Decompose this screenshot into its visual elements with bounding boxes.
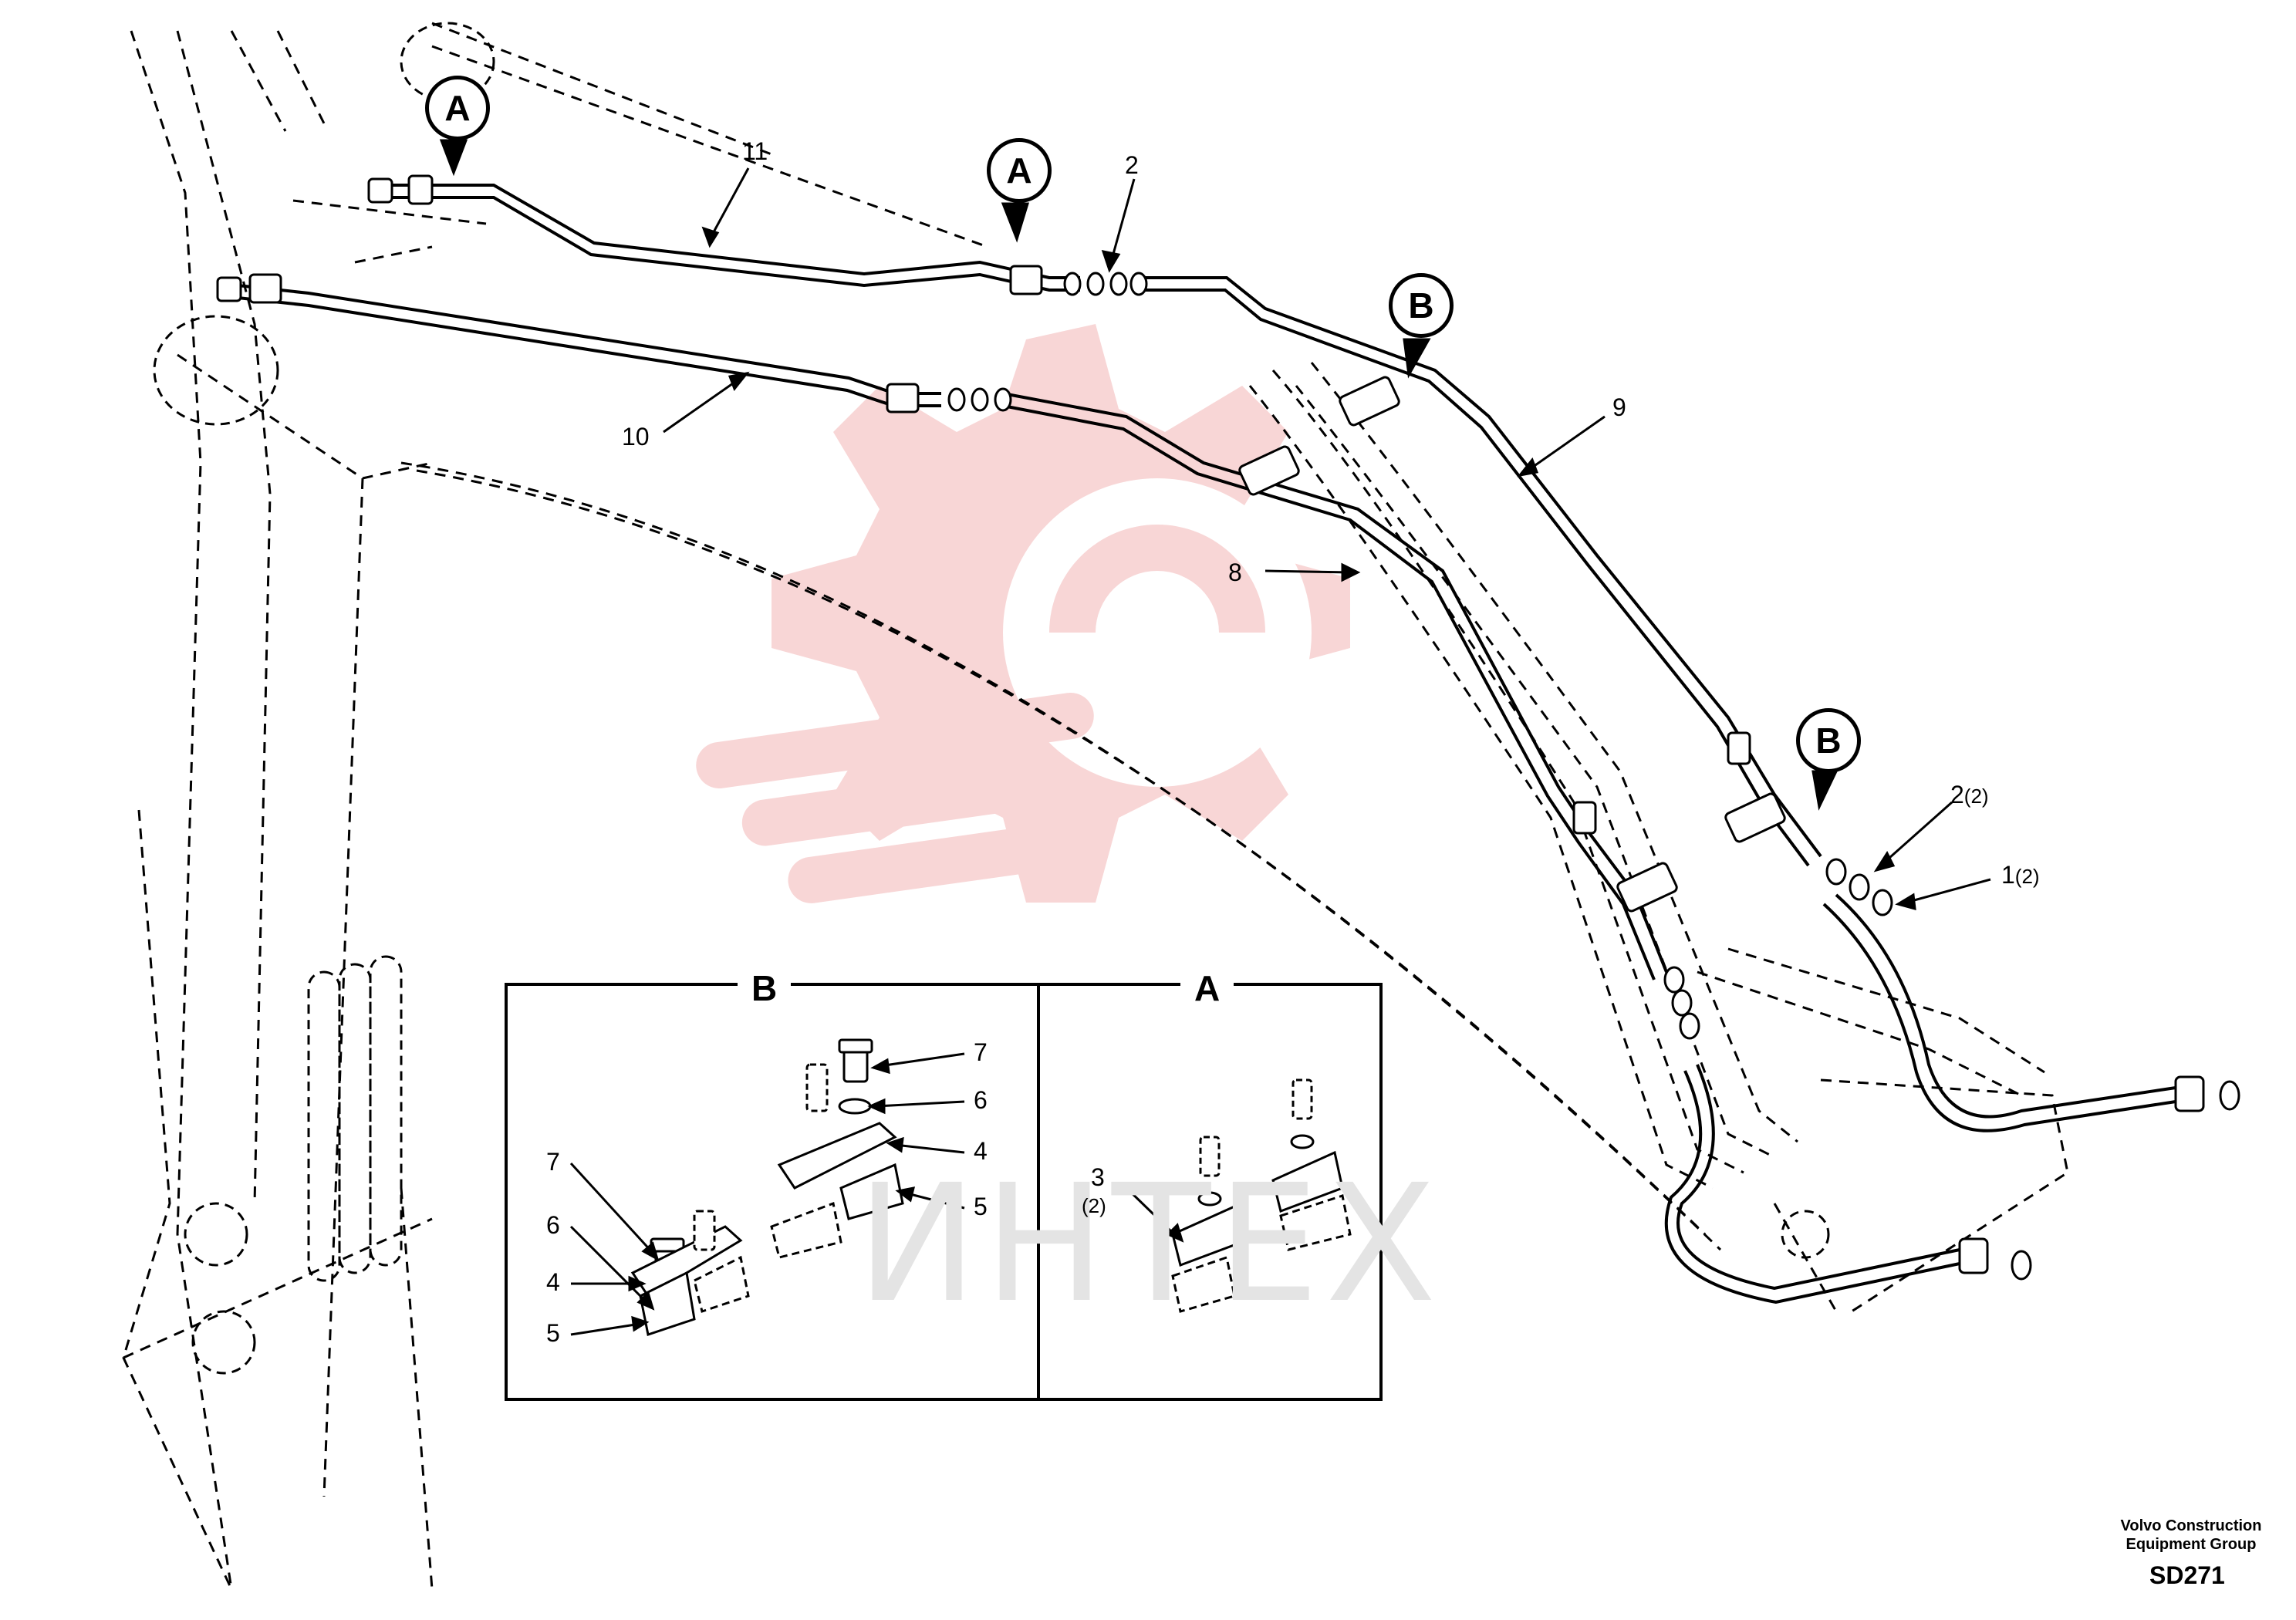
cylinder-outline	[153, 22, 1830, 1375]
boom-outline	[122, 22, 2069, 1590]
pipe-9	[1142, 276, 2176, 1132]
pipe-8	[1002, 392, 1960, 1304]
detail-frame	[505, 983, 1383, 1401]
label-part-8: 8	[1228, 559, 1242, 586]
callout-a-top-mid: A	[987, 138, 1052, 203]
detail-b-label-4-lower: 4	[546, 1268, 560, 1296]
detail-b-title: B	[738, 967, 792, 1009]
detail-a-label-3: 3	[1091, 1163, 1105, 1191]
credit-line-1: Volvo Construction	[2120, 1517, 2262, 1534]
label-part-2-right-qty: (2)	[1963, 785, 1989, 808]
detail-leaders	[569, 1052, 1184, 1336]
detail-b-label-5-upper: 5	[974, 1193, 988, 1220]
detail-b-label-7-upper: 7	[974, 1038, 988, 1066]
fittings	[216, 174, 2240, 1281]
detail-b-label-7-lower: 7	[546, 1148, 560, 1176]
credit-line-2: Equipment Group	[2125, 1536, 2257, 1553]
detail-a-title: A	[1180, 967, 1234, 1009]
detail-b-label-6-upper: 6	[974, 1086, 988, 1114]
label-part-10: 10	[622, 423, 650, 451]
credit-block: Volvo Construction Equipment Group	[2106, 1517, 2276, 1554]
label-part-2-right: 2(2)	[1950, 781, 1989, 809]
label-part-9: 9	[1612, 393, 1626, 421]
pipe-11	[370, 184, 1080, 292]
pipe-10	[223, 282, 941, 407]
label-part-2-top: 2	[1125, 151, 1139, 179]
watermark-logo	[696, 324, 1350, 903]
label-part-2-right-number: 2	[1950, 781, 1964, 808]
label-part-1-right-number: 1	[2001, 861, 2015, 889]
detail-b-label-6-lower: 6	[546, 1211, 560, 1239]
detail-b-label-5-lower: 5	[546, 1319, 560, 1347]
callout-b-mid: B	[1389, 273, 1454, 338]
detail-b-label-4-upper: 4	[974, 1137, 988, 1165]
callout-b-right: B	[1796, 708, 1861, 773]
callout-a-top-left: A	[425, 76, 490, 140]
label-part-1-right: 1(2)	[2001, 861, 2040, 889]
watermark-text: ИНТЕХ	[856, 1149, 1443, 1338]
drawing-code: SD271	[2149, 1561, 2225, 1589]
detail-a-label-3-qty: (2)	[1082, 1194, 1106, 1217]
label-part-1-right-qty: (2)	[2014, 865, 2040, 888]
detail-a-parts	[1171, 1078, 1352, 1313]
label-part-11: 11	[742, 137, 768, 165]
